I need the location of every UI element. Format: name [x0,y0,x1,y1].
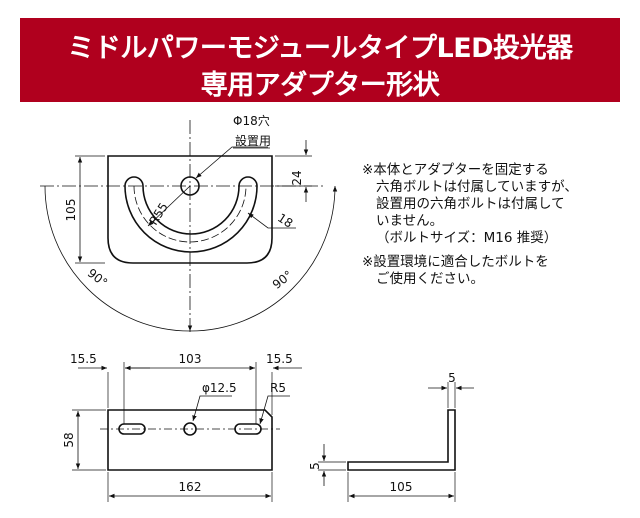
front-view [72,362,302,502]
hole-leader [195,146,268,179]
angle-left-label: 90° [85,266,110,290]
note-1-line: 六角ボルトは付属していますが、 [376,179,578,195]
dim-58-label: 58 [62,432,76,447]
note-1-line: 設置用の六角ボルトは付属して [376,196,565,212]
top-view [40,120,338,332]
hole-label: Φ18穴 [233,113,270,128]
dim-18-leader [247,212,296,229]
note-2-line: ※設置環境に適合したボルトを [362,254,549,270]
side-profile [347,409,456,471]
dim-24-label: 24 [290,170,304,185]
title-line-2: 専用アダプター形状 [200,70,440,101]
title-banner: ミドルパワーモジュールタイプLED投光器 専用アダプター形状 [20,18,620,102]
r5-leader [259,395,290,425]
note-2-line: ご使用ください。 [376,271,484,287]
title-line-1: ミドルパワーモジュールタイプLED投光器 [67,33,573,64]
side-view [318,382,474,502]
front-plate-outline [107,409,273,471]
note-1-line: いません。 [376,213,444,229]
note-2: ※設置環境に適合したボルトを ご使用ください。 [362,254,630,288]
dim-162-label: 162 [179,480,202,494]
dim-hole-label: φ12.5 [202,381,237,395]
side-dim-top-5-label: 5 [448,371,456,385]
angle-right-label: 90° [270,268,295,292]
note-1-line: （ボルトサイズ：M16 推奨） [376,230,558,246]
dim-r5-label: R5 [270,381,286,395]
dim-105-label: 105 [64,199,78,222]
side-dim-105-label: 105 [390,480,413,494]
plate-outline [107,155,273,264]
notes-panel: ※本体とアダプターを固定する 六角ボルトは付属していますが、 設置用の六角ボルト… [362,162,630,295]
note-1: ※本体とアダプターを固定する 六角ボルトは付属していますが、 設置用の六角ボルト… [362,162,630,247]
dim-18-label: 18 [275,211,295,231]
dim-center-103-label: 103 [179,352,202,366]
u-slot [124,176,258,253]
dim-r55-label: R55 [146,200,170,227]
slot-center-arc [133,185,247,243]
r55-leader [147,185,191,227]
side-dim-left-5-label: 5 [308,462,322,470]
hole-sub-label: 設置用 [235,133,271,148]
dim-right-155-label: 15.5 [266,352,293,366]
dim-left-155-label: 15.5 [70,352,97,366]
note-1-line: ※本体とアダプターを固定する [362,162,549,178]
phi-leader [192,395,232,422]
